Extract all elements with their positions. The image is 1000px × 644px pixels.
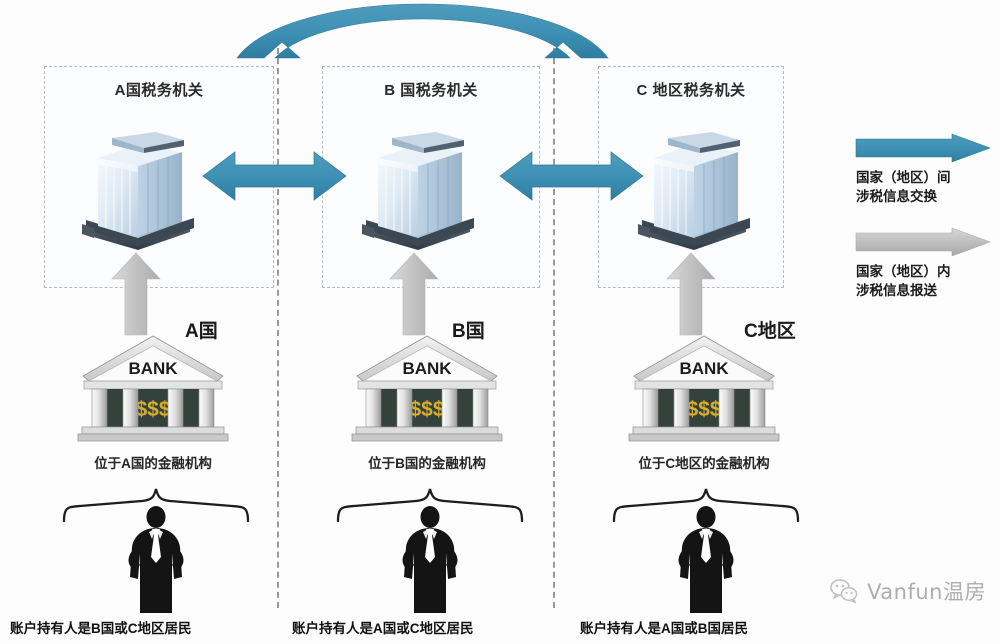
account-holder-caption-a: 账户持有人是B国或C地区居民 [10,621,192,636]
country-label-b: B国 [452,321,485,342]
watermark: Vanfun温房 [830,576,986,606]
businessman-silhouette-a [128,506,184,613]
divider-b-c [553,48,555,608]
bank-sign-text-a: BANK [128,359,178,378]
bank-icon-a: BANK $$$ [77,335,229,442]
office-building-icon-c [638,132,750,250]
office-building-icon-a [82,132,194,250]
gray-arrow-right-icon [855,227,991,257]
account-holder-group-c [612,488,800,613]
account-holder-caption-b: 账户持有人是A国或C地区居民 [292,621,474,636]
bank-icon-b: BANK $$$ [351,335,503,442]
divider-a-b [277,48,279,608]
bank-icon-c: BANK $$$ [628,335,780,442]
watermark-text: Vanfun温房 [867,580,986,604]
bank-money-text-a: $$$ [135,398,170,421]
bank-caption-b: 位于B国的金融机构 [368,456,486,471]
legend-label-cross-border: 国家（地区）间 涉税信息交换 [856,168,951,206]
account-holder-group-a [62,488,250,613]
double-arrow-b-c [499,151,644,201]
businessman-silhouette-c [678,506,734,613]
legend-line1-domestic: 国家（地区）内 [856,264,951,279]
account-holder-group-b [336,488,524,613]
legend-line1-cross-border: 国家（地区）间 [856,170,951,185]
agency-title-b: B 国税务机关 [384,82,478,99]
businessman-silhouette-b [402,506,458,613]
account-holder-caption-c: 账户持有人是A国或B国居民 [580,621,748,636]
wechat-logo-icon [830,579,858,604]
legend-label-domestic: 国家（地区）内 涉税信息报送 [856,262,951,300]
legend-line2-domestic: 涉税信息报送 [856,283,937,298]
blue-arrow-right-icon [855,133,991,163]
double-arrow-a-b [202,151,347,201]
bank-sign-text-c: BANK [679,359,729,378]
bank-money-text-c: $$$ [686,398,721,421]
agency-title-a: A国税务机关 [114,82,204,99]
agency-title-c: C 地区税务机关 [636,82,746,99]
gray-up-arrow-a [111,252,161,336]
bank-caption-c: 位于C地区的金融机构 [638,456,770,471]
bank-sign-text-b: BANK [402,359,452,378]
bank-caption-a: 位于A国的金融机构 [94,456,212,471]
gray-up-arrow-c [666,252,716,336]
office-building-icon-b [362,132,474,250]
legend-line2-cross-border: 涉税信息交换 [856,189,937,204]
gray-up-arrow-b [389,252,439,336]
curved-double-arrow-a-to-c [236,3,609,59]
country-label-a: A国 [185,321,218,342]
country-label-c: C地区 [744,321,796,342]
bank-money-text-b: $$$ [409,398,444,421]
